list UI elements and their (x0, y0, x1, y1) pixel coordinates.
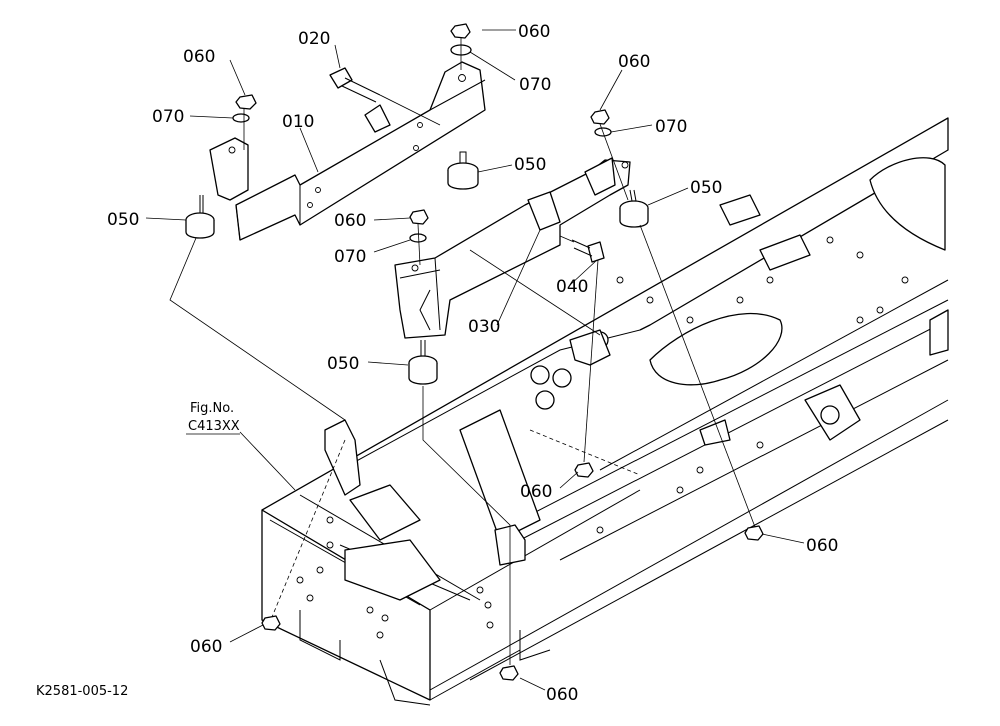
label-060-bottom-center: 060 (546, 685, 578, 705)
label-070-middle: 070 (334, 247, 366, 267)
part-060-nut-middle (409, 209, 429, 225)
part-050-rubber-mount-c (619, 189, 649, 228)
part-040-bolt (559, 235, 605, 263)
part-060-nut-bottom-left (261, 615, 281, 631)
label-060-top-center: 060 (518, 22, 550, 42)
part-030-bracket (394, 157, 631, 339)
part-020-bolt (329, 67, 441, 126)
part-labels: 060 070 050 010 020 060 070 050 060 070 … (107, 22, 838, 705)
leader-lines (145, 29, 805, 691)
label-070-top-left: 070 (152, 107, 184, 127)
part-010-bracket (209, 61, 486, 241)
figure-reference-prefix: Fig.No. (190, 401, 234, 416)
label-060-lower-b: 060 (806, 536, 838, 556)
part-060-nut-bottom-center (499, 665, 519, 681)
label-010: 010 (282, 112, 314, 132)
label-050-center: 050 (514, 155, 546, 175)
assembly-guide-lines (169, 38, 756, 665)
part-060-nut-top-left (235, 94, 257, 110)
figure-reference-code: C413XX (188, 419, 240, 434)
figure-reference: Fig.No. C413XX (186, 401, 240, 435)
label-050-right: 050 (690, 178, 722, 198)
label-060-top-left: 060 (183, 47, 215, 67)
label-030: 030 (468, 317, 500, 337)
part-070-washer-top-left (232, 113, 250, 123)
part-070-washer-middle (409, 233, 427, 243)
part-060-nut-lower-a (574, 462, 594, 478)
label-070-top-center: 070 (519, 75, 551, 95)
label-040: 040 (556, 277, 588, 297)
label-060-top-right: 060 (618, 52, 650, 72)
label-060-bottom-left: 060 (190, 637, 222, 657)
part-060-nut-lower-b (744, 525, 764, 541)
part-050-rubber-mount-d (408, 340, 438, 385)
part-060-nut-top-right (590, 109, 610, 125)
part-060-nut-top-center (450, 23, 471, 39)
part-050-rubber-mount-b (447, 151, 479, 190)
label-060-lower-a: 060 (520, 482, 552, 502)
label-060-middle: 060 (334, 211, 366, 231)
label-070-top-right: 070 (655, 117, 687, 137)
label-050-left: 050 (107, 210, 139, 230)
label-050-lower: 050 (327, 354, 359, 374)
drawing-code: K2581-005-12 (36, 684, 128, 699)
part-050-rubber-mount-a (185, 195, 215, 239)
label-020: 020 (298, 29, 330, 49)
main-frame (261, 117, 949, 706)
